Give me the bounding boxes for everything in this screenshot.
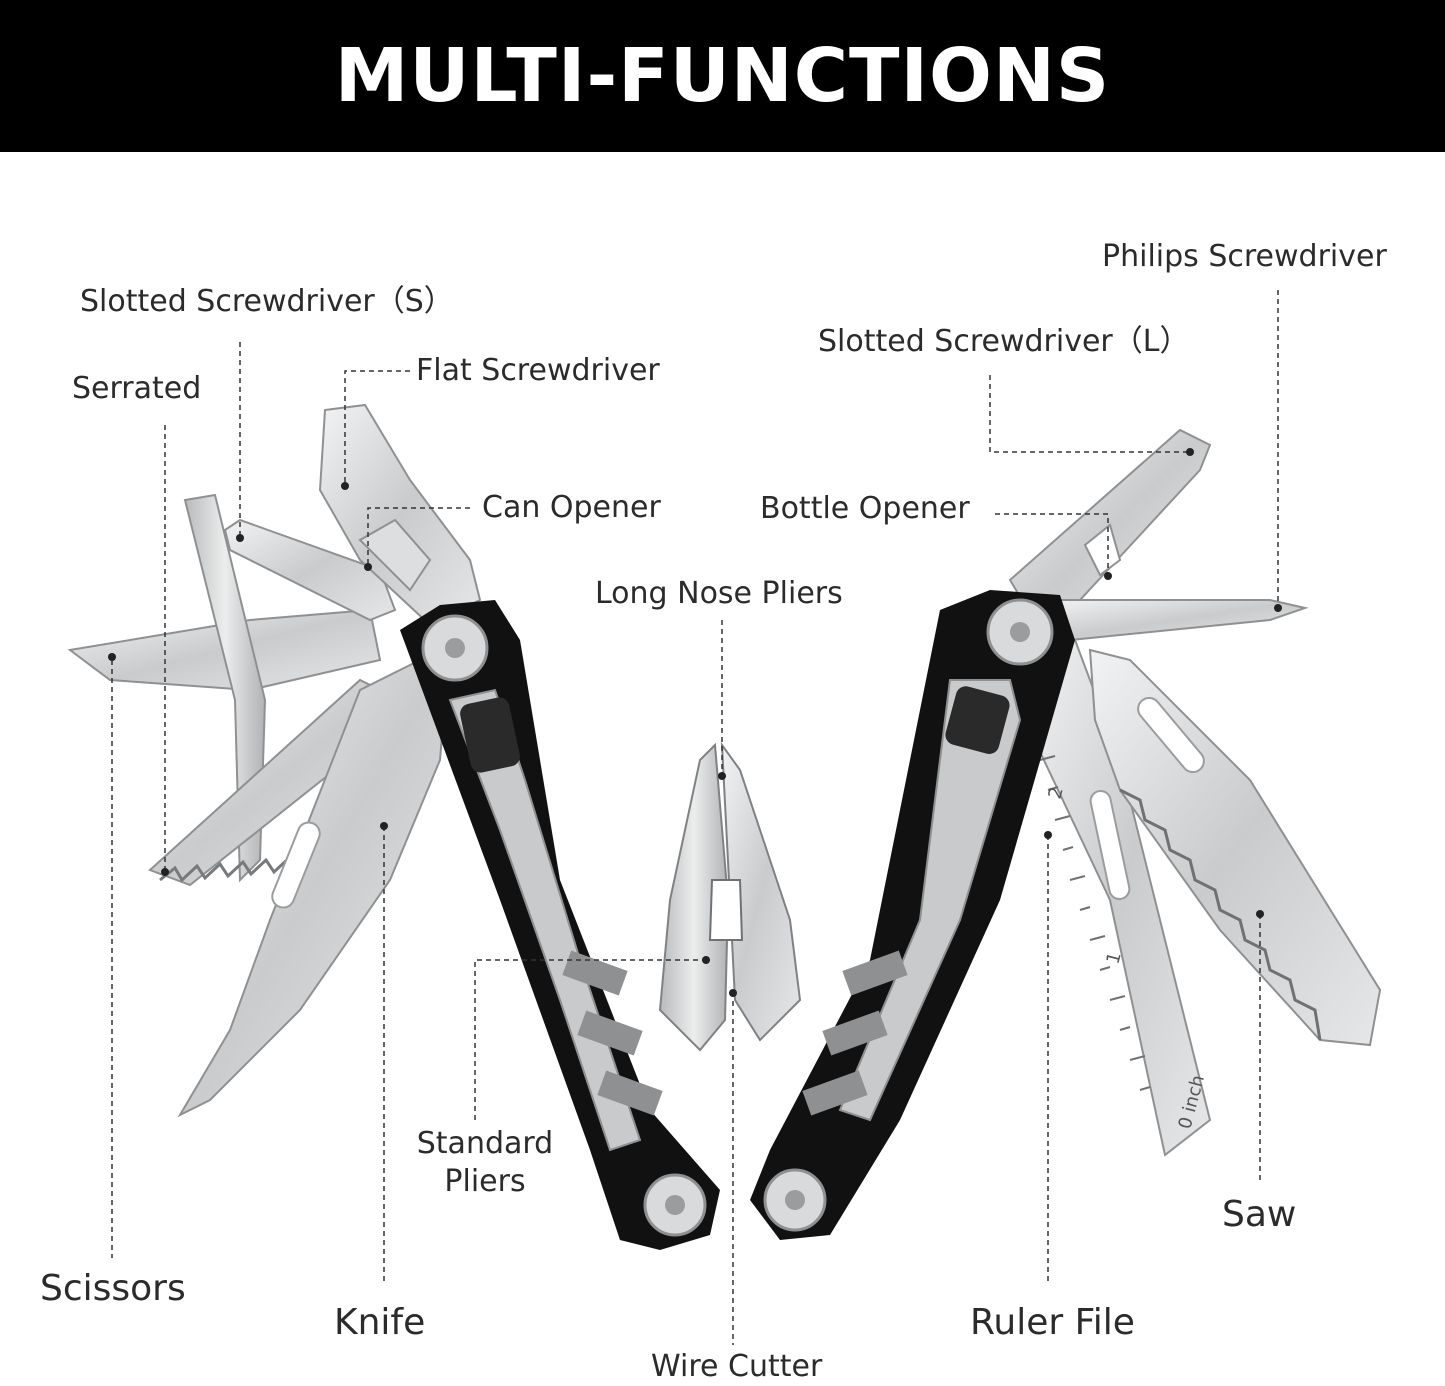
label-wire-cutter: Wire Cutter xyxy=(651,1349,823,1384)
leader-dots xyxy=(108,448,1282,997)
ruler-ticks xyxy=(1039,755,1151,1091)
pliers-grip-teeth xyxy=(708,879,744,941)
label-long-nose-pliers: Long Nose Pliers xyxy=(595,576,843,611)
leader-bottle xyxy=(995,513,1109,575)
leader-lines xyxy=(111,290,1279,1345)
left-handle-cutout xyxy=(460,697,520,773)
right-handle-inlay xyxy=(838,679,1022,1122)
label-knife: Knife xyxy=(334,1302,426,1343)
label-can-opener: Can Opener xyxy=(482,490,661,525)
saw-teeth xyxy=(1119,788,1322,1041)
ruler-thumb-slot xyxy=(1089,789,1131,901)
ruler-mark-2: 2 xyxy=(1045,785,1068,801)
label-standard-pliers: Standard Pliers xyxy=(410,1125,560,1200)
label-saw: Saw xyxy=(1222,1194,1297,1235)
title-banner: MULTI-FUNCTIONS xyxy=(0,0,1445,152)
handle-stripes xyxy=(562,950,908,1116)
can-opener-hook xyxy=(358,518,432,592)
screw-bottom-left xyxy=(643,1173,707,1237)
label-standard-pliers-line1: Standard xyxy=(416,1126,554,1161)
flat-screwdriver-blade xyxy=(318,403,482,627)
label-scissors: Scissors xyxy=(40,1268,186,1309)
screw-bottom-right xyxy=(763,1168,827,1232)
philips-screwdriver-blade xyxy=(1048,599,1309,642)
bottle-opener-notch xyxy=(1083,523,1122,577)
saw-thumb-slot xyxy=(1137,696,1205,774)
knife-thumb-slot xyxy=(271,821,321,909)
serrated-teeth xyxy=(159,856,291,883)
leader-flat xyxy=(344,370,410,485)
label-serrated: Serrated xyxy=(72,371,202,406)
right-handle xyxy=(750,590,1075,1240)
ruler-mark-1: 1 xyxy=(1103,950,1126,966)
label-philips-screwdriver: Philips Screwdriver xyxy=(1102,239,1387,274)
label-flat-screwdriver: Flat Screwdriver xyxy=(416,353,660,388)
label-slotted-screwdriver-s: Slotted Screwdriver（S） xyxy=(80,284,454,319)
label-standard-pliers-line2: Pliers xyxy=(444,1163,526,1199)
leader-slotted-l xyxy=(989,375,1190,453)
leader-can xyxy=(367,507,470,565)
label-slotted-screwdriver-l: Slotted Screwdriver（L） xyxy=(818,324,1190,359)
slotted-screwdriver-s-blade xyxy=(223,518,397,622)
screw-top-left xyxy=(421,614,489,682)
label-ruler-file: Ruler File xyxy=(970,1302,1135,1343)
screw-top-right xyxy=(986,598,1054,666)
page-title: MULTI-FUNCTIONS xyxy=(334,33,1111,119)
right-handle-cutout xyxy=(945,686,1010,754)
saw-blade xyxy=(1088,648,1382,1047)
label-bottle-opener: Bottle Opener xyxy=(760,491,970,526)
